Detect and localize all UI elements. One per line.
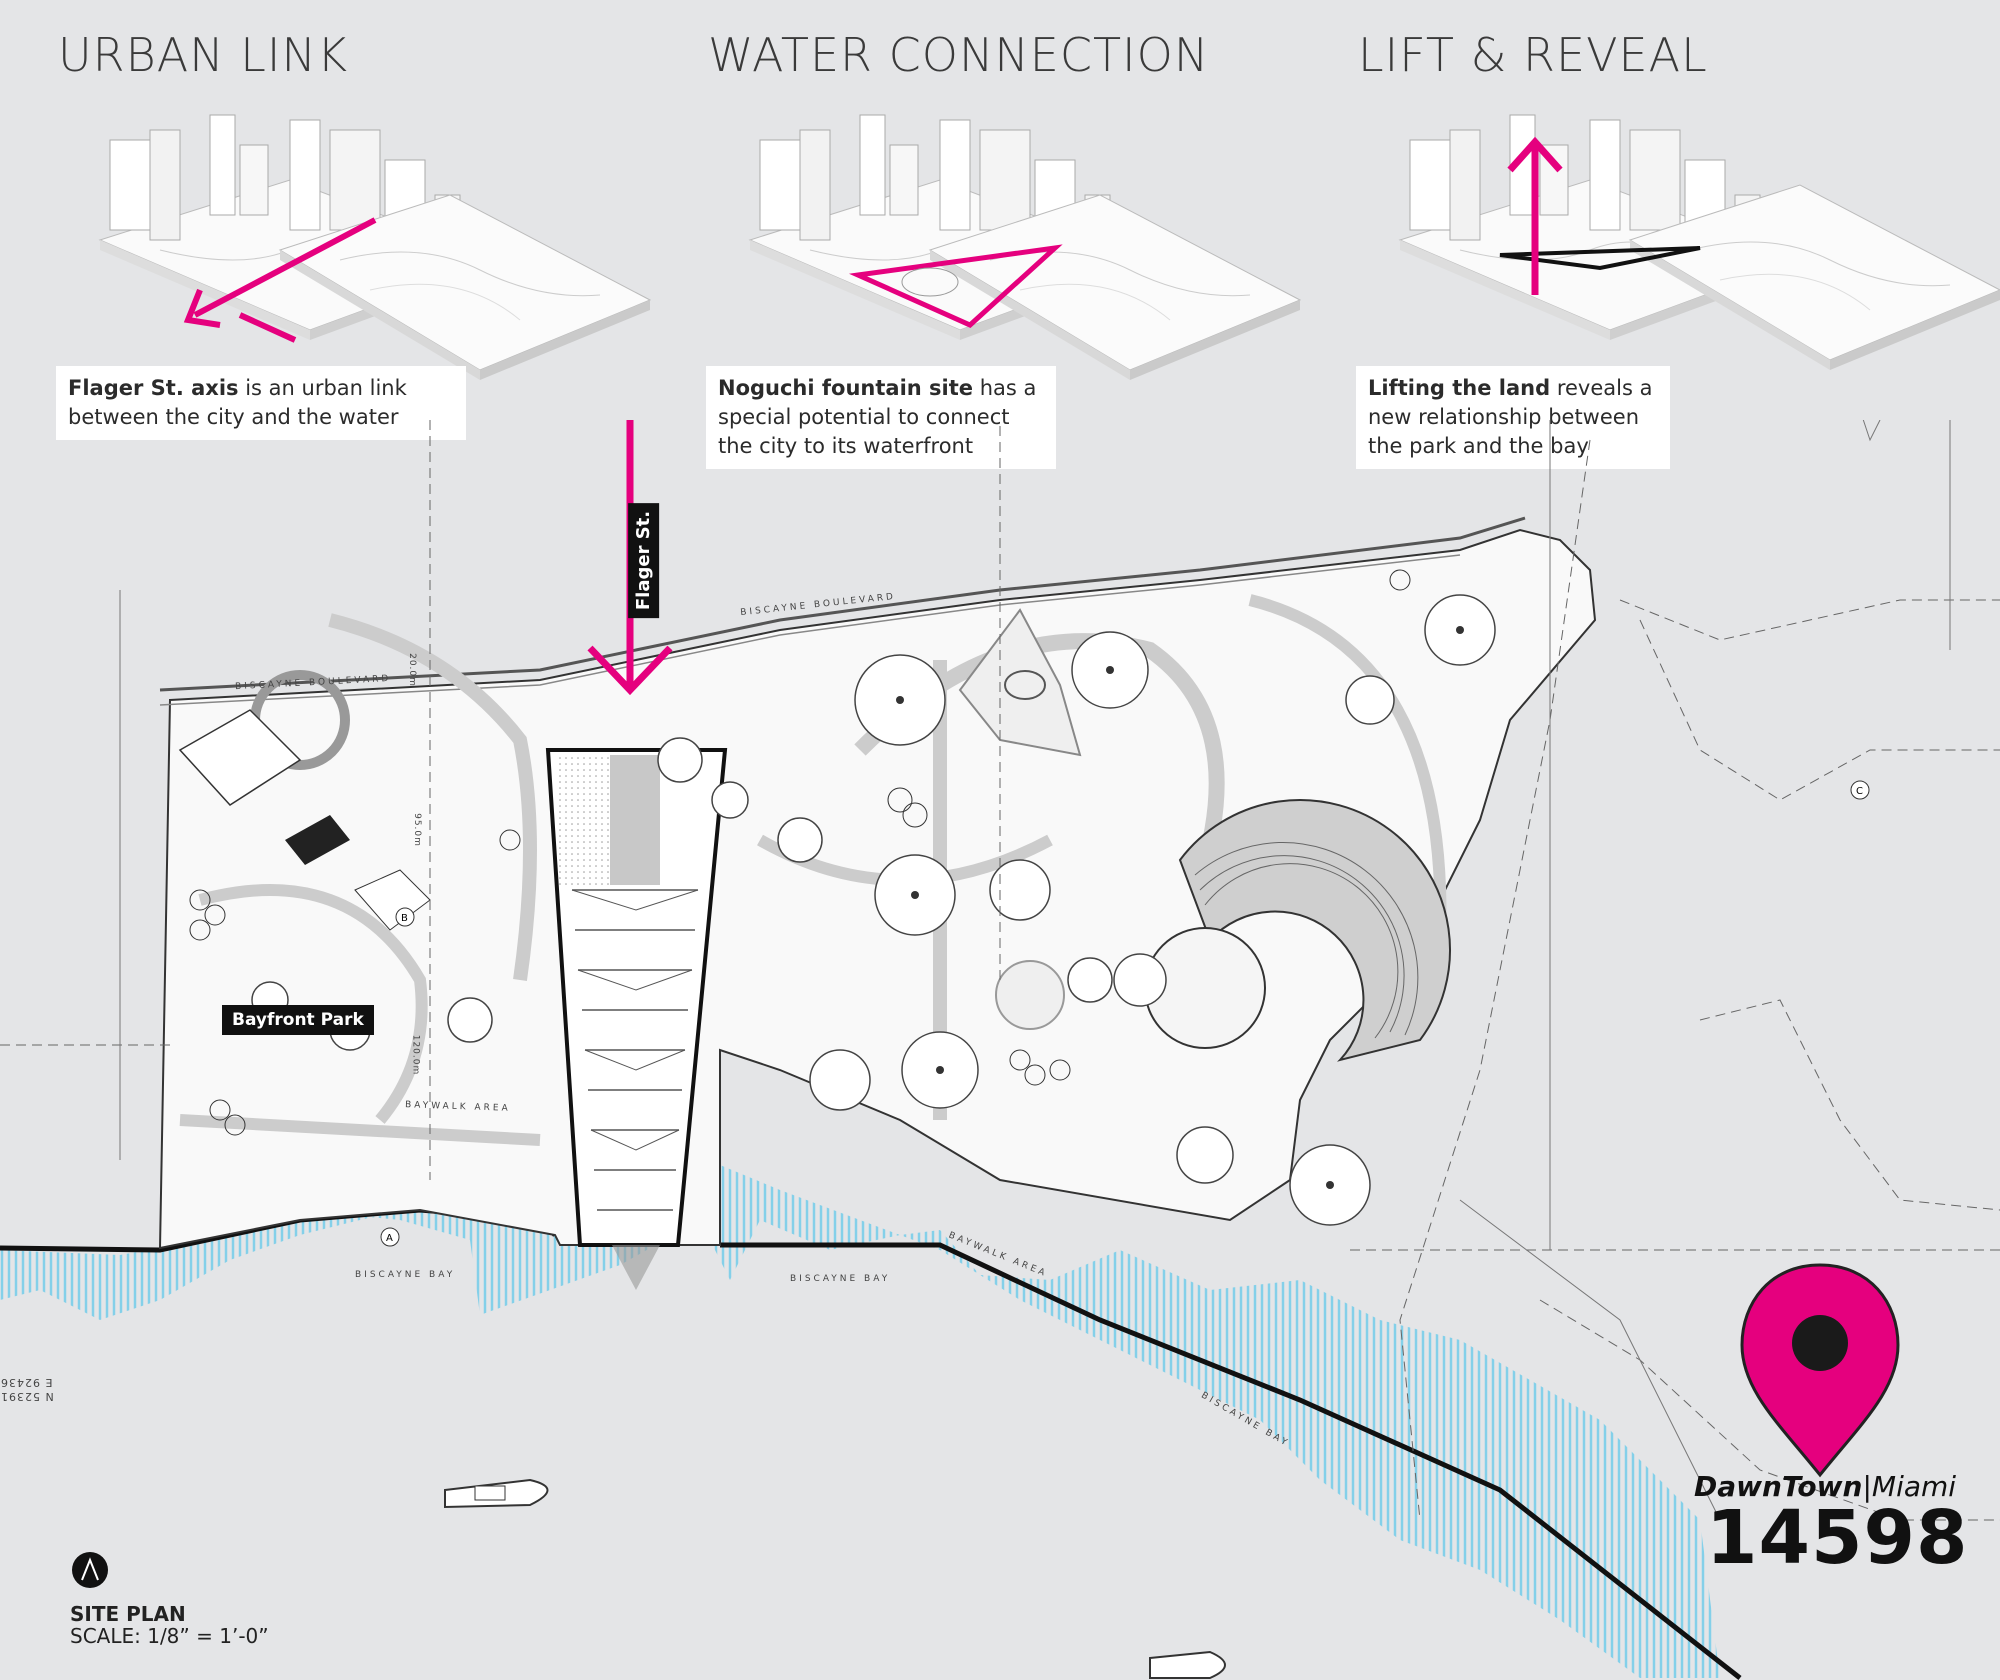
site-plan-title: SITE PLAN xyxy=(70,1602,186,1626)
shoreline-east xyxy=(720,1242,1742,1680)
brand-name: DawnTown|Miami xyxy=(1694,1470,1956,1503)
concept-title-urban-link: URBAN LINK xyxy=(58,28,349,82)
brand-name-part2: Miami xyxy=(1871,1470,1957,1503)
dimension-label: 120.0m xyxy=(410,1034,421,1076)
amphitheater xyxy=(1144,799,1451,1062)
svg-text:A: A xyxy=(386,1233,393,1244)
coordinate-east: E 924369 xyxy=(0,1376,53,1389)
brand-separator: | xyxy=(1862,1470,1872,1503)
map-pin-icon xyxy=(1740,1263,1900,1478)
flager-st-label: Flager St. xyxy=(628,502,660,619)
entry-number: 14598 xyxy=(1706,1495,1969,1581)
lift-reveal-arrow xyxy=(1499,136,1701,295)
concept-caption-water-connection: Noguchi fountain site has a special pote… xyxy=(706,366,1056,469)
svg-text:C: C xyxy=(1856,786,1863,797)
section-marker-b: B xyxy=(395,907,415,927)
svg-text:B: B xyxy=(401,913,408,924)
dimension-label: 95.0m xyxy=(411,813,422,847)
concept-caption-urban-link: Flager St. axis is an urban link between… xyxy=(56,366,466,440)
water-label: BISCAYNE BAY xyxy=(790,1274,891,1284)
caption-bold: Flager St. axis xyxy=(68,376,239,400)
concept-caption-lift-reveal: Lifting the land reveals a new relations… xyxy=(1356,366,1670,469)
section-marker-a: A xyxy=(380,1227,400,1247)
urban-link-arrow xyxy=(183,217,377,343)
brand-name-part1: DawnTown xyxy=(1694,1470,1863,1503)
caption-text: is an urban link between the city and th… xyxy=(68,376,407,429)
flager-pier xyxy=(545,748,728,1290)
concept-title-water-connection: WATER CONNECTION xyxy=(708,28,1210,82)
concept-diagrams xyxy=(99,114,2000,381)
caption-text: has a special potential to connect the c… xyxy=(718,376,1037,458)
bayfront-park-label: Bayfront Park xyxy=(222,1005,374,1035)
north-arrow-icon xyxy=(72,1552,108,1588)
boat-2 xyxy=(1149,1650,1226,1679)
tree-dots xyxy=(896,626,1464,1189)
caption-bold: Lifting the land xyxy=(1368,376,1551,400)
dimension-label: 20.0m xyxy=(406,653,417,687)
shrub-clusters xyxy=(189,569,1411,1136)
bay-water-hatch xyxy=(0,1165,1720,1678)
water-label: BISCAYNE BAY xyxy=(355,1270,456,1280)
concept-title-lift-reveal: LIFT & REVEAL xyxy=(1358,28,1708,82)
section-marker-c: C xyxy=(1850,780,1870,800)
caption-bold: Noguchi fountain site xyxy=(718,376,974,400)
boat-1 xyxy=(444,1478,549,1509)
site-plan-scale: SCALE: 1/8” = 1’-0” xyxy=(70,1624,269,1648)
caption-text: reveals a new relationship between the p… xyxy=(1368,376,1653,458)
water-connection-triangle xyxy=(848,244,1063,328)
coordinate-north: N 523915 xyxy=(0,1390,54,1403)
